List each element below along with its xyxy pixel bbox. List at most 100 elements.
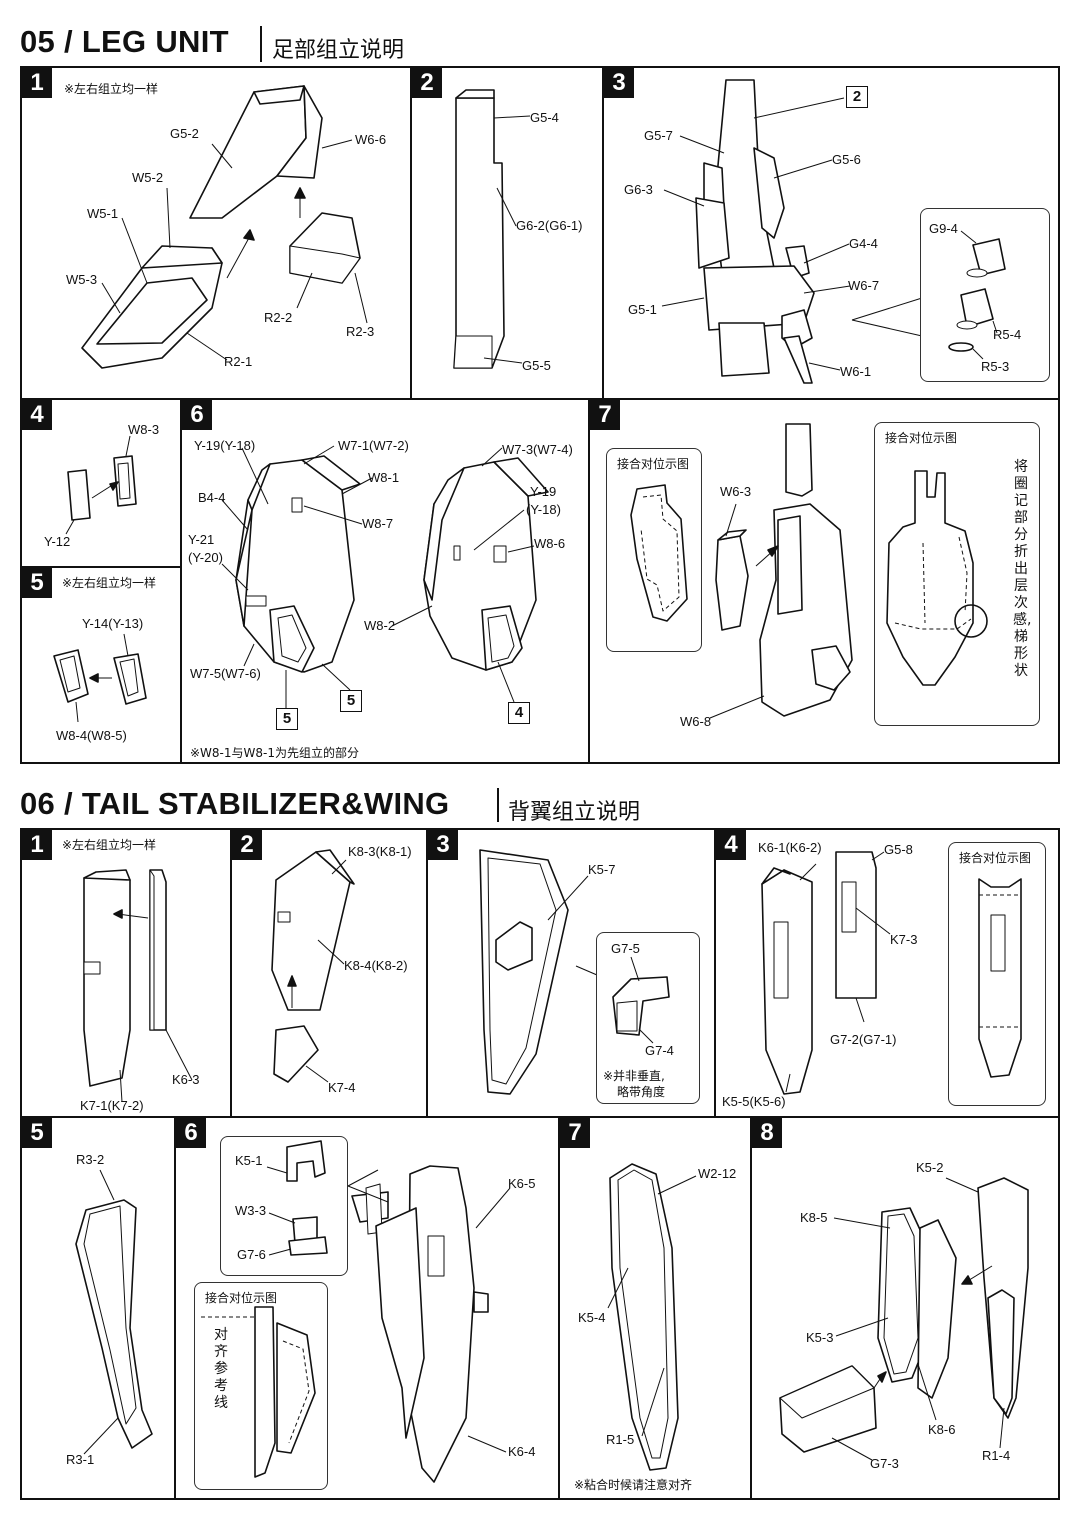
step-number: 4 (716, 830, 746, 860)
label-w7-1: W7-1(W7-2) (338, 438, 409, 453)
ref-box-step-5: 5 (276, 708, 298, 730)
label-k7-4: K7-4 (328, 1080, 356, 1095)
step-number: 3 (428, 830, 458, 860)
label-k5-1: K5-1 (235, 1153, 263, 1168)
label-g5-8: G5-8 (884, 842, 913, 857)
step-note: ※左右组立均一样 (64, 82, 159, 96)
step-number: 5 (22, 568, 52, 598)
inset-title: 接合对位示图 (885, 431, 958, 445)
label-y14: Y-14(Y-13) (82, 616, 144, 631)
inset-title: 接合对位示图 (959, 851, 1032, 865)
label-r1-5: R1-5 (606, 1432, 635, 1447)
angle-note-line-2: 略带角度 (617, 1085, 666, 1099)
label-g7-4: G7-4 (645, 1043, 674, 1058)
step-number: 3 (604, 68, 634, 98)
label-g7-6: G7-6 (237, 1247, 266, 1262)
step-number: 6 (182, 400, 212, 430)
leg-step-4-illustration (65, 435, 137, 535)
label-g7-3: G7-3 (870, 1456, 899, 1471)
label-g5-6: G5-6 (832, 152, 861, 167)
label-k8-6: K8-6 (928, 1422, 956, 1437)
leg-step-5-panel: 5 ※左右组立均一样 Y-14(Y-13) W8-4(W8-5) (20, 566, 182, 764)
label-g5-1: G5-1 (628, 302, 657, 317)
label-w8-1: W8-1 (368, 470, 400, 485)
label-w8-2: W8-2 (364, 618, 396, 633)
label-w3-3: W3-3 (235, 1203, 267, 1218)
wing-step-1-panel: 1 ※左右组立均一样 K6-3 K7-1(K7-2) (20, 828, 232, 1118)
reference-line-vertical-text: 对齐参考线 (214, 1327, 228, 1411)
label-k5-2: K5-2 (916, 1160, 944, 1175)
alignment-diagram-inset: 接合对位示图 (948, 842, 1046, 1106)
leg-step-3-panel: 3 2 G9-4 R5-4 R5 (602, 66, 1060, 400)
leg-assembly-illustration (661, 79, 923, 384)
label-k5-3: K5-3 (806, 1330, 834, 1345)
leg-step-5-illustration (53, 633, 147, 723)
label-w7-5: W7-5(W7-6) (190, 666, 261, 681)
label-g6-3: G6-3 (624, 182, 653, 197)
label-r2-3: R2-3 (346, 324, 375, 339)
wing-step-5-illustration (75, 1169, 153, 1455)
label-k5-4: K5-4 (578, 1310, 606, 1325)
alignment-diagram-inset: 接合对位示图 将圈记部分折出层次感,梯形状 (874, 422, 1040, 726)
label-w8-6: W8-6 (534, 536, 566, 551)
fold-instruction-vertical-text: 将圈记部分折出层次感,梯形状 (1013, 459, 1032, 679)
label-k6-4: K6-4 (508, 1444, 536, 1459)
label-w5-3: W5-3 (66, 272, 98, 287)
leg-step-1-panel: 1 ※左右组立均一样 G5-2 W6-6 W5-2 W5-1 W5-3 R2-1… (20, 66, 412, 400)
label-w6-7: W6-7 (848, 278, 880, 293)
label-g5-2: G5-2 (170, 126, 199, 141)
label-w5-2: W5-2 (132, 170, 164, 185)
label-g5-5: G5-5 (522, 358, 551, 373)
label-r2-2: R2-2 (264, 310, 293, 325)
alignment-diagram-inset: 接合对位示图 (606, 448, 702, 652)
label-g6-2: G6-2(G6-1) (516, 218, 583, 233)
label-w6-8: W6-8 (680, 714, 712, 729)
leg-cover-illustration (221, 445, 549, 708)
label-r2-1: R2-1 (224, 354, 253, 369)
step-note: ※粘合时候请注意对齐 (574, 1478, 693, 1492)
leg-foot-parts-illustration (81, 85, 368, 369)
label-w7-3: W7-3(W7-4) (502, 442, 573, 457)
label-g7-2: G7-2(G7-1) (830, 1032, 897, 1047)
label-r1-4: R1-4 (982, 1448, 1011, 1463)
wing-step-3-panel: 3 K5-7 G7-5 G7-4 ※并非垂直, 略带角度 (426, 828, 716, 1118)
step-number: 2 (232, 830, 262, 860)
label-w5-1: W5-1 (87, 206, 119, 221)
wing-step-6-panel: 6 K5-1 W3-3 G7-6 接合对位示图 对齐参考线 (174, 1116, 560, 1500)
step-number: 6 (176, 1118, 206, 1148)
wing-step-3-illustration (479, 849, 605, 1095)
label-y20: (Y-20) (188, 550, 223, 565)
inset-title: 接合对位示图 (205, 1291, 278, 1305)
leg-step-7-panel: 7 接合对位示图 W6-3 W6-8 接合对位示图 将圈记部分折出层次感,梯形状 (588, 398, 1060, 764)
label-k7-1: K7-1(K7-2) (80, 1098, 144, 1113)
ref-box-step-2: 2 (846, 86, 868, 108)
label-k8-5: K8-5 (800, 1210, 828, 1225)
wing-step-5-panel: 5 R3-2 R3-1 (20, 1116, 176, 1500)
step-note: ※左右组立均一样 (62, 576, 157, 590)
step-number: 8 (752, 1118, 782, 1148)
wing-step-2-illustration (271, 849, 355, 1083)
step-number: 2 (412, 68, 442, 98)
label-y19: Y-19 (530, 484, 557, 499)
wing-step-6-illustration (347, 1165, 511, 1483)
inset-title: 接合对位示图 (617, 457, 690, 471)
parts-detail-inset: K5-1 W3-3 G7-6 (220, 1136, 348, 1276)
label-y19-y18: Y-19(Y-18) (194, 438, 256, 453)
label-w8-4: W8-4(W8-5) (56, 728, 127, 743)
label-k6-3: K6-3 (172, 1072, 200, 1087)
label-b4-4: B4-4 (198, 490, 226, 505)
label-k8-4: K8-4(K8-2) (344, 958, 408, 973)
ref-box-step-5: 5 (340, 690, 362, 712)
ref-box-step-4: 4 (508, 702, 530, 724)
step-number: 4 (22, 400, 52, 430)
section-05-subtitle: 足部组立说明 (272, 38, 405, 63)
step-note: ※W8-1与W8-1为先组立的部分 (190, 746, 359, 760)
label-k7-3: K7-3 (890, 932, 918, 947)
label-w6-3: W6-3 (720, 484, 752, 499)
wing-step-1-illustration (83, 869, 193, 1103)
leg-shin-illustration (453, 89, 531, 369)
section-05-title: 05 / LEG UNIT (20, 24, 229, 59)
title-separator (497, 788, 499, 822)
label-g9-4: G9-4 (929, 221, 958, 236)
step-number: 5 (22, 1118, 52, 1148)
